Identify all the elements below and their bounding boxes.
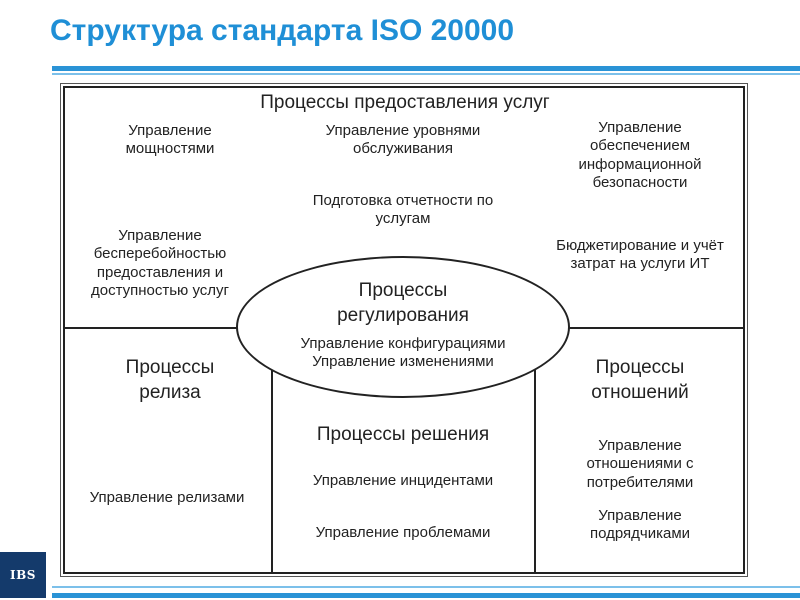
release-management: Управление релизами bbox=[89, 489, 245, 506]
supplier-management: Управление подрядчиками bbox=[589, 507, 691, 543]
service-level-management: Управление уровнями обслуживания bbox=[325, 122, 481, 158]
problem-management: Управление проблемами bbox=[315, 524, 491, 541]
footer-divider-thin bbox=[52, 586, 800, 588]
capacity-management: Управление мощностями bbox=[125, 122, 215, 158]
page-title: Структура стандарта ISO 20000 bbox=[50, 14, 515, 47]
release-processes-header: Процессы релиза bbox=[125, 357, 215, 403]
control-processes-header: Процессы регулирования bbox=[337, 280, 469, 326]
relationship-processes-header: Процессы отношений bbox=[591, 357, 689, 403]
title-divider bbox=[52, 66, 800, 71]
service-delivery-header: Процессы предоставления услуг bbox=[260, 92, 550, 113]
diagram-divider-left bbox=[271, 327, 273, 574]
title-divider-thin bbox=[52, 73, 800, 75]
information-security-management: Управление обеспечением информационной б… bbox=[578, 119, 702, 191]
incident-management: Управление инцидентами bbox=[312, 472, 494, 489]
diagram-frame bbox=[63, 86, 745, 574]
control-processes-ellipse bbox=[236, 256, 570, 398]
customer-relationship-management: Управление отношениями с потребителями bbox=[586, 437, 694, 491]
diagram-outer-frame bbox=[60, 83, 748, 577]
continuity-availability-management: Управление бесперебойностью предоставлен… bbox=[90, 227, 230, 299]
footer-divider bbox=[52, 593, 800, 598]
diagram-divider-right bbox=[534, 327, 536, 574]
budgeting-accounting: Бюджетирование и учёт затрат на услуги И… bbox=[556, 237, 724, 273]
ibs-logo: IBS bbox=[0, 552, 46, 598]
resolution-processes-header: Процессы решения bbox=[316, 424, 490, 445]
control-processes-items: Управление конфигурациями Управление изм… bbox=[300, 335, 506, 371]
service-reporting: Подготовка отчетности по услугам bbox=[312, 192, 494, 228]
